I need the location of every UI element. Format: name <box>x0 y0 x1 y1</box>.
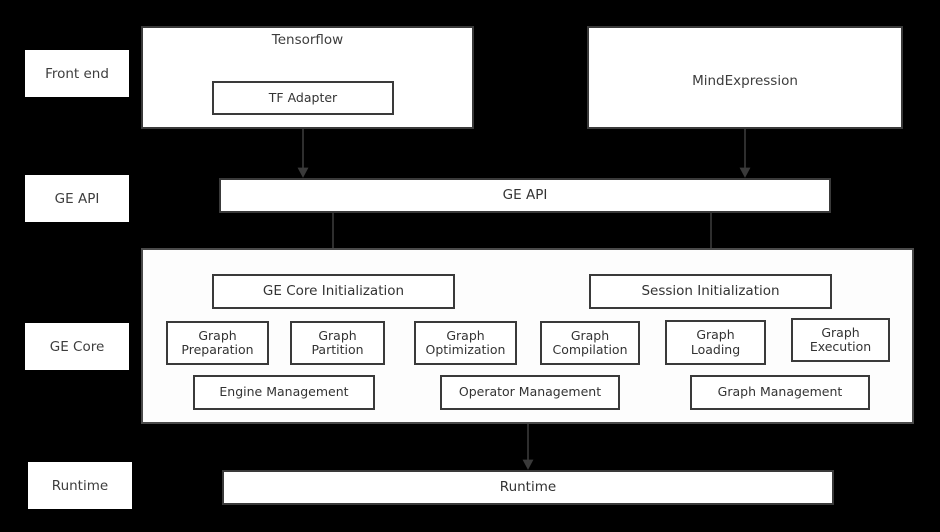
box-label: Graph Partition <box>311 327 364 357</box>
stage-label-runtime: Runtime <box>28 462 132 509</box>
box-label: TF Adapter <box>268 89 338 105</box>
box-label: Graph Preparation <box>181 327 254 357</box>
stage-label-text: GE Core <box>49 338 105 355</box>
box-label: Engine Management <box>219 384 349 400</box>
stage-label-front-end: Front end <box>25 50 129 97</box>
box-label: GE API <box>502 186 548 203</box>
box-label: Graph Management <box>717 384 843 400</box>
box-label: GE Core Initialization <box>262 282 405 299</box>
stage-label-ge-core: GE Core <box>25 323 129 370</box>
stage-label-ge-api: GE API <box>25 175 129 222</box>
stage-label-text: Front end <box>45 65 109 82</box>
box-label: Session Initialization <box>641 282 780 299</box>
box-graph-optimization[interactable]: Graph Optimization <box>414 321 517 365</box>
box-graph-execution[interactable]: Graph Execution <box>791 318 890 362</box>
box-label: Operator Management <box>458 384 602 400</box>
group-mindexpression: MindExpression <box>587 26 903 129</box>
box-runtime[interactable]: Runtime <box>222 470 834 505</box>
box-label: Graph Execution <box>809 324 872 354</box>
box-ge-api[interactable]: GE API <box>219 178 831 213</box>
group-mindexpression-title: MindExpression <box>692 73 798 89</box>
box-label: Runtime <box>499 478 557 495</box>
stage-label-text: Runtime <box>51 477 109 494</box>
stage-label-text: GE API <box>54 190 100 207</box>
box-label: Graph Compilation <box>552 327 628 357</box>
box-operator-management[interactable]: Operator Management <box>440 375 620 410</box>
box-ge-core-initialization[interactable]: GE Core Initialization <box>212 274 455 309</box>
box-label: Graph Optimization <box>425 327 506 357</box>
box-session-initialization[interactable]: Session Initialization <box>589 274 832 309</box>
box-graph-partition[interactable]: Graph Partition <box>290 321 385 365</box>
box-graph-loading[interactable]: Graph Loading <box>665 320 766 365</box>
box-graph-preparation[interactable]: Graph Preparation <box>166 321 269 365</box>
box-engine-management[interactable]: Engine Management <box>193 375 375 410</box>
box-graph-compilation[interactable]: Graph Compilation <box>540 321 640 365</box>
group-tensorflow-title: Tensorflow <box>271 32 344 48</box>
box-graph-management[interactable]: Graph Management <box>690 375 870 410</box>
box-label: Graph Loading <box>690 327 741 357</box>
box-tf-adapter[interactable]: TF Adapter <box>212 81 394 115</box>
